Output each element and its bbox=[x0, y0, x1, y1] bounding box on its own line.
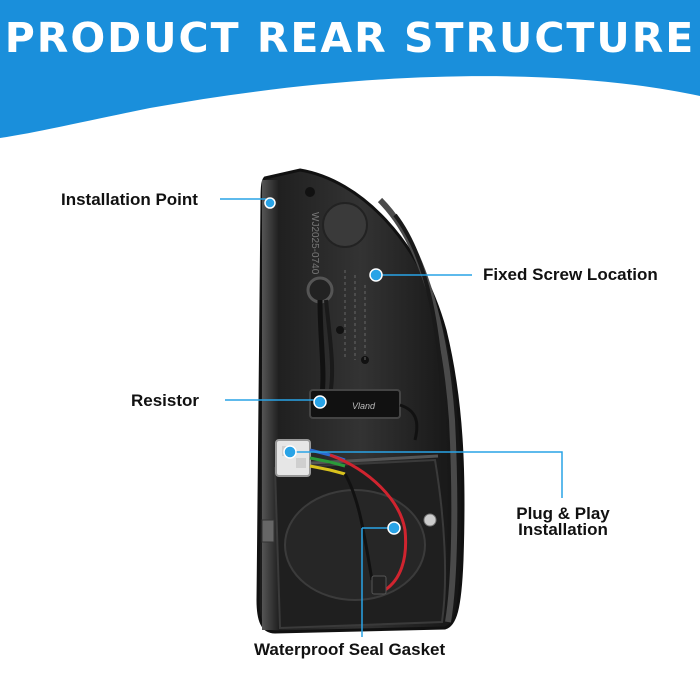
embossed-text-block bbox=[344, 270, 366, 360]
callout-plug-and-play-line2: Installation bbox=[518, 520, 608, 539]
resistor-module bbox=[309, 389, 401, 419]
svg-text:Vland: Vland bbox=[352, 401, 376, 411]
callout-installation-point: Installation Point bbox=[61, 190, 198, 209]
leader-lines bbox=[220, 198, 563, 637]
callout-plug-and-play-line1: Plug & Play bbox=[516, 504, 610, 523]
part-number-text: WJ2025-0740 bbox=[309, 212, 320, 275]
header-banner: PRODUCT REAR STRUCTURE bbox=[0, 0, 700, 140]
wire-grommet bbox=[306, 276, 334, 304]
marker-plug-and-play bbox=[283, 445, 297, 459]
callout-waterproof-seal-gasket: Waterproof Seal Gasket bbox=[254, 640, 446, 659]
housing-flange bbox=[262, 180, 278, 630]
marker-waterproof-gasket bbox=[387, 521, 401, 535]
banner-title: PRODUCT REAR STRUCTURE bbox=[4, 14, 696, 62]
marker-resistor bbox=[313, 395, 327, 409]
callout-fixed-screw-location: Fixed Screw Location bbox=[483, 265, 658, 284]
callout-resistor: Resistor bbox=[131, 391, 200, 410]
marker-installation-point bbox=[264, 197, 276, 209]
banner-wave-shape bbox=[0, 0, 700, 138]
marker-fixed-screw bbox=[369, 268, 383, 282]
callout-plug-and-play: Plug & Play Installation bbox=[508, 504, 618, 539]
red-wire bbox=[329, 453, 408, 592]
